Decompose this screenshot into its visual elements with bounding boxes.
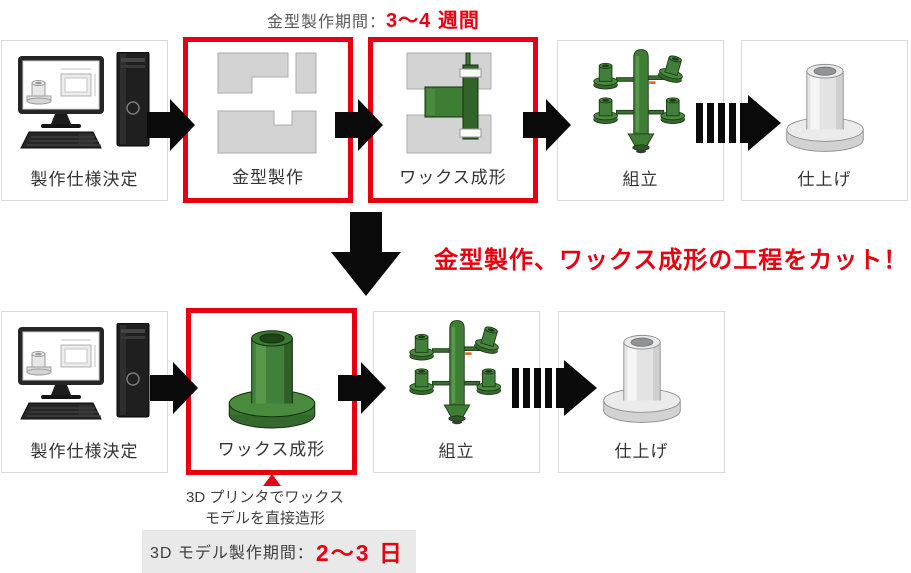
flow-arrow-icon bbox=[338, 362, 386, 414]
computer-icon bbox=[17, 52, 152, 156]
flow-arrow-icon bbox=[335, 99, 383, 151]
assembly-tree-icon bbox=[582, 45, 700, 163]
step-finishing-bottom: 仕上げ bbox=[558, 311, 725, 473]
printer-annotation-line2: モデルを直接造形 bbox=[204, 510, 325, 527]
mold-period-banner: 金型製作期間：3〜4 週間 bbox=[267, 4, 480, 33]
step-spec-decision-top: 製作仕様決定 bbox=[1, 40, 168, 201]
step-spec-decision-bottom: 製作仕様決定 bbox=[1, 311, 168, 473]
mold-blocks-icon bbox=[212, 51, 324, 155]
big-down-arrow-icon bbox=[327, 212, 405, 296]
model-period-note: 3D モデル製作期間：2〜3 日 bbox=[142, 530, 416, 573]
step-wax-molding-top: ワックス成形 bbox=[368, 37, 538, 203]
green-wax-part-icon bbox=[208, 318, 336, 432]
step-wax-molding-bottom: ワックス成形 bbox=[186, 308, 357, 475]
printer-annotation-line1: 3D プリンタでワックス bbox=[186, 489, 344, 506]
computer-icon bbox=[17, 323, 152, 427]
step-label: 製作仕様決定 bbox=[30, 170, 139, 189]
step-label: 組立 bbox=[622, 170, 659, 189]
mold-period-label: 金型製作期間： bbox=[267, 14, 387, 31]
model-period-label: 3D モデル製作期間： bbox=[150, 545, 314, 562]
step-label: ワックス成形 bbox=[217, 440, 326, 459]
assembly-tree-icon bbox=[398, 316, 516, 434]
pointer-triangle-icon bbox=[263, 474, 281, 486]
step-label: 仕上げ bbox=[797, 170, 852, 189]
flow-arrow-icon bbox=[150, 362, 198, 414]
step-label: 製作仕様決定 bbox=[30, 442, 139, 461]
step-label: 組立 bbox=[438, 442, 475, 461]
finished-part-icon bbox=[587, 324, 697, 426]
flow-arrow-icon bbox=[147, 99, 195, 151]
finished-part-icon bbox=[770, 53, 880, 155]
step-label: ワックス成形 bbox=[399, 168, 507, 187]
striped-arrow-icon bbox=[512, 360, 597, 416]
mold-period-value: 3〜4 週間 bbox=[386, 10, 480, 32]
wax-in-mold-icon bbox=[397, 51, 509, 155]
process-cut-headline: 金型製作、ワックス成形の工程をカット！ bbox=[434, 247, 909, 274]
printer-annotation: 3D プリンタでワックス モデルを直接造形 bbox=[150, 487, 380, 529]
step-label: 金型製作 bbox=[232, 168, 304, 187]
flow-arrow-icon bbox=[523, 99, 571, 151]
step-mold-making: 金型製作 bbox=[183, 37, 353, 203]
model-period-value: 2〜3 日 bbox=[315, 540, 404, 566]
step-label: 仕上げ bbox=[614, 442, 669, 461]
striped-arrow-icon bbox=[696, 95, 781, 151]
